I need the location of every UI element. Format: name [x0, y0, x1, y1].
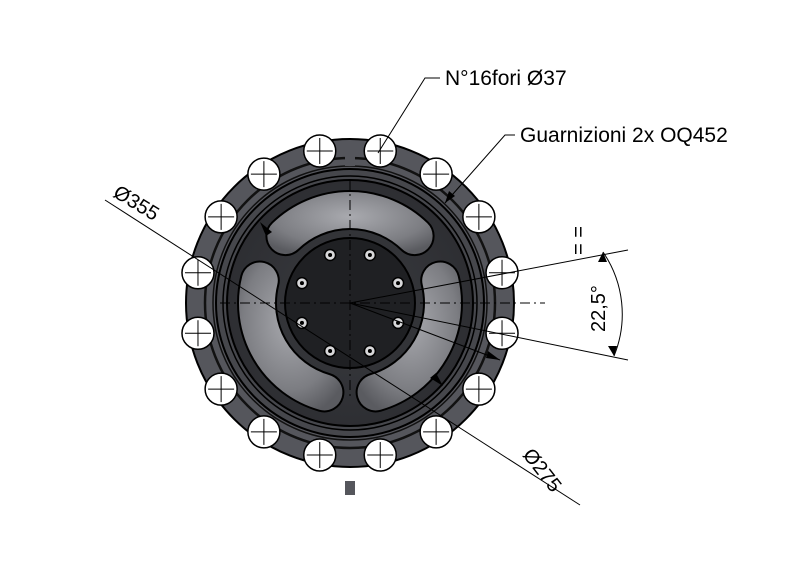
angle-label: 22,5° — [588, 285, 610, 332]
flange-bolt-hole — [419, 415, 453, 449]
hub-bolt-center — [328, 349, 333, 354]
flange-bolt-hole — [303, 134, 337, 168]
diameter-dimension-line — [104, 199, 581, 506]
seals-label: Guarnizioni 2x OQ452 — [520, 124, 728, 147]
flange-bolt-hole — [485, 256, 519, 290]
hub-bolt-center — [328, 252, 333, 257]
flange-bolt-hole — [181, 316, 215, 350]
groove-gap-bottom — [345, 481, 355, 495]
flow-slot — [237, 260, 345, 413]
flange-bolt-hole — [181, 256, 215, 290]
hub-bolt-center — [396, 281, 401, 286]
leader-seals-arrow — [445, 191, 455, 203]
radial-line-right — [349, 302, 501, 361]
angle-arc — [602, 251, 623, 357]
diameter-arrow-top — [260, 222, 272, 236]
radial-arrow — [486, 351, 500, 360]
hub-bolts-group — [295, 248, 405, 358]
hub-bolt-center — [367, 252, 372, 257]
leader-seals — [444, 134, 515, 204]
holes-label: N°16fori Ø37 — [445, 67, 567, 90]
angle-arrow-bottom — [608, 346, 617, 356]
flange-bolt-hole — [363, 438, 397, 472]
flange-bolt-hole — [363, 134, 397, 168]
hub-bolt-center — [367, 349, 372, 354]
flange-bolt-hole — [485, 316, 519, 350]
inner-diameter-label: Ø275 — [518, 445, 565, 497]
flange-bolt-hole — [204, 372, 238, 406]
groove-gap-top — [345, 152, 355, 166]
flange-bolt-hole — [247, 157, 281, 191]
flange-bolt-hole — [247, 415, 281, 449]
flange-bolt-hole — [419, 157, 453, 191]
leader-holes — [377, 77, 440, 154]
outer-diameter-label: Ø355 — [109, 181, 162, 225]
hub-bolt-center — [299, 281, 304, 286]
equal-mark-label: = = — [568, 226, 590, 255]
angle-line-upper — [349, 249, 629, 304]
angle-arrow-top — [598, 252, 607, 262]
flange-bolt-hole — [462, 372, 496, 406]
flange-bolt-hole — [462, 200, 496, 234]
angle-line-lower — [349, 302, 629, 361]
flange-bolt-hole — [303, 438, 337, 472]
diameter-arrow-bottom — [430, 373, 443, 386]
hub-bolt-center — [299, 320, 304, 325]
flange-holes-group — [181, 134, 519, 472]
flange-bolt-hole — [204, 200, 238, 234]
